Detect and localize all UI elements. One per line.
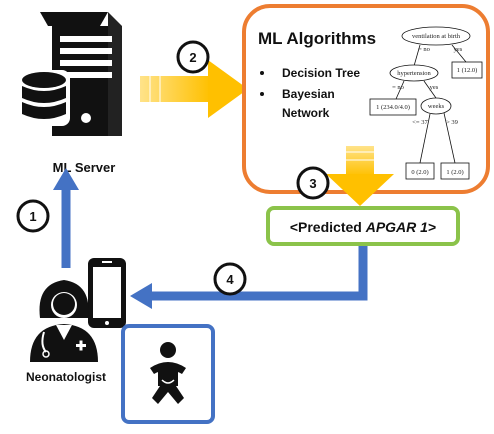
algorithm-decision-tree: Decision Tree [282,66,360,80]
tree-weeks-le: <= 37 [412,119,428,126]
step-3-circle [296,166,330,200]
algorithm-bayesian: Bayesian [282,87,335,101]
step-4-number: 4 [226,272,234,287]
bullet-icon [260,92,264,96]
step-1-number: 1 [29,209,36,224]
step-1-circle [16,199,50,233]
smartphone-icon [88,258,126,328]
tree-weeks-left-leaf: 0 (2.0) [411,169,428,176]
prediction-prefix: <Predicted [290,219,366,235]
prediction-box [266,206,460,246]
tree-weeks-right-leaf: 1 (2.0) [446,169,463,176]
algorithm-network: Network [282,106,330,120]
tree-hyper-yes: yes [430,84,439,91]
neonatologist-icon [30,280,98,362]
step-4-circle [213,262,247,296]
tree-root-no: = no [418,46,430,53]
step-3-number: 3 [309,176,316,191]
prediction-label: <Predicted APGAR 1> [290,219,436,235]
tree-hyper-no: = no [392,84,404,91]
tree-hyper-no-leaf: 1 (234.0/4.0) [376,104,410,111]
bullet-icon [260,71,264,75]
arrow-prediction-to-user [130,246,368,309]
tree-weeks: weeks [428,103,445,110]
tree-hypertension: hypertension [397,70,431,77]
step-2-circle [176,40,210,74]
arrow-ml-to-prediction [326,146,394,206]
decision-tree-diagram [369,26,483,180]
arrow-server-to-ml [140,60,248,118]
prediction-suffix: > [428,219,436,235]
tree-root-yes: yes [454,46,463,53]
neonatologist-label: Neonatologist [26,370,106,384]
tree-weeks-gt: > 39 [446,119,458,126]
arrow-user-to-server [53,168,79,268]
step-2-number: 2 [189,50,196,65]
tree-root: ventilation at birth [412,33,461,40]
ml-algorithms-title: ML Algorithms [258,29,376,48]
tree-yes-leaf: 1 (12.0) [457,67,478,74]
baby-icon [150,342,186,404]
prediction-apgar: APGAR 1 [365,219,428,235]
database-icon [18,70,70,126]
server-label: ML Server [53,160,116,175]
